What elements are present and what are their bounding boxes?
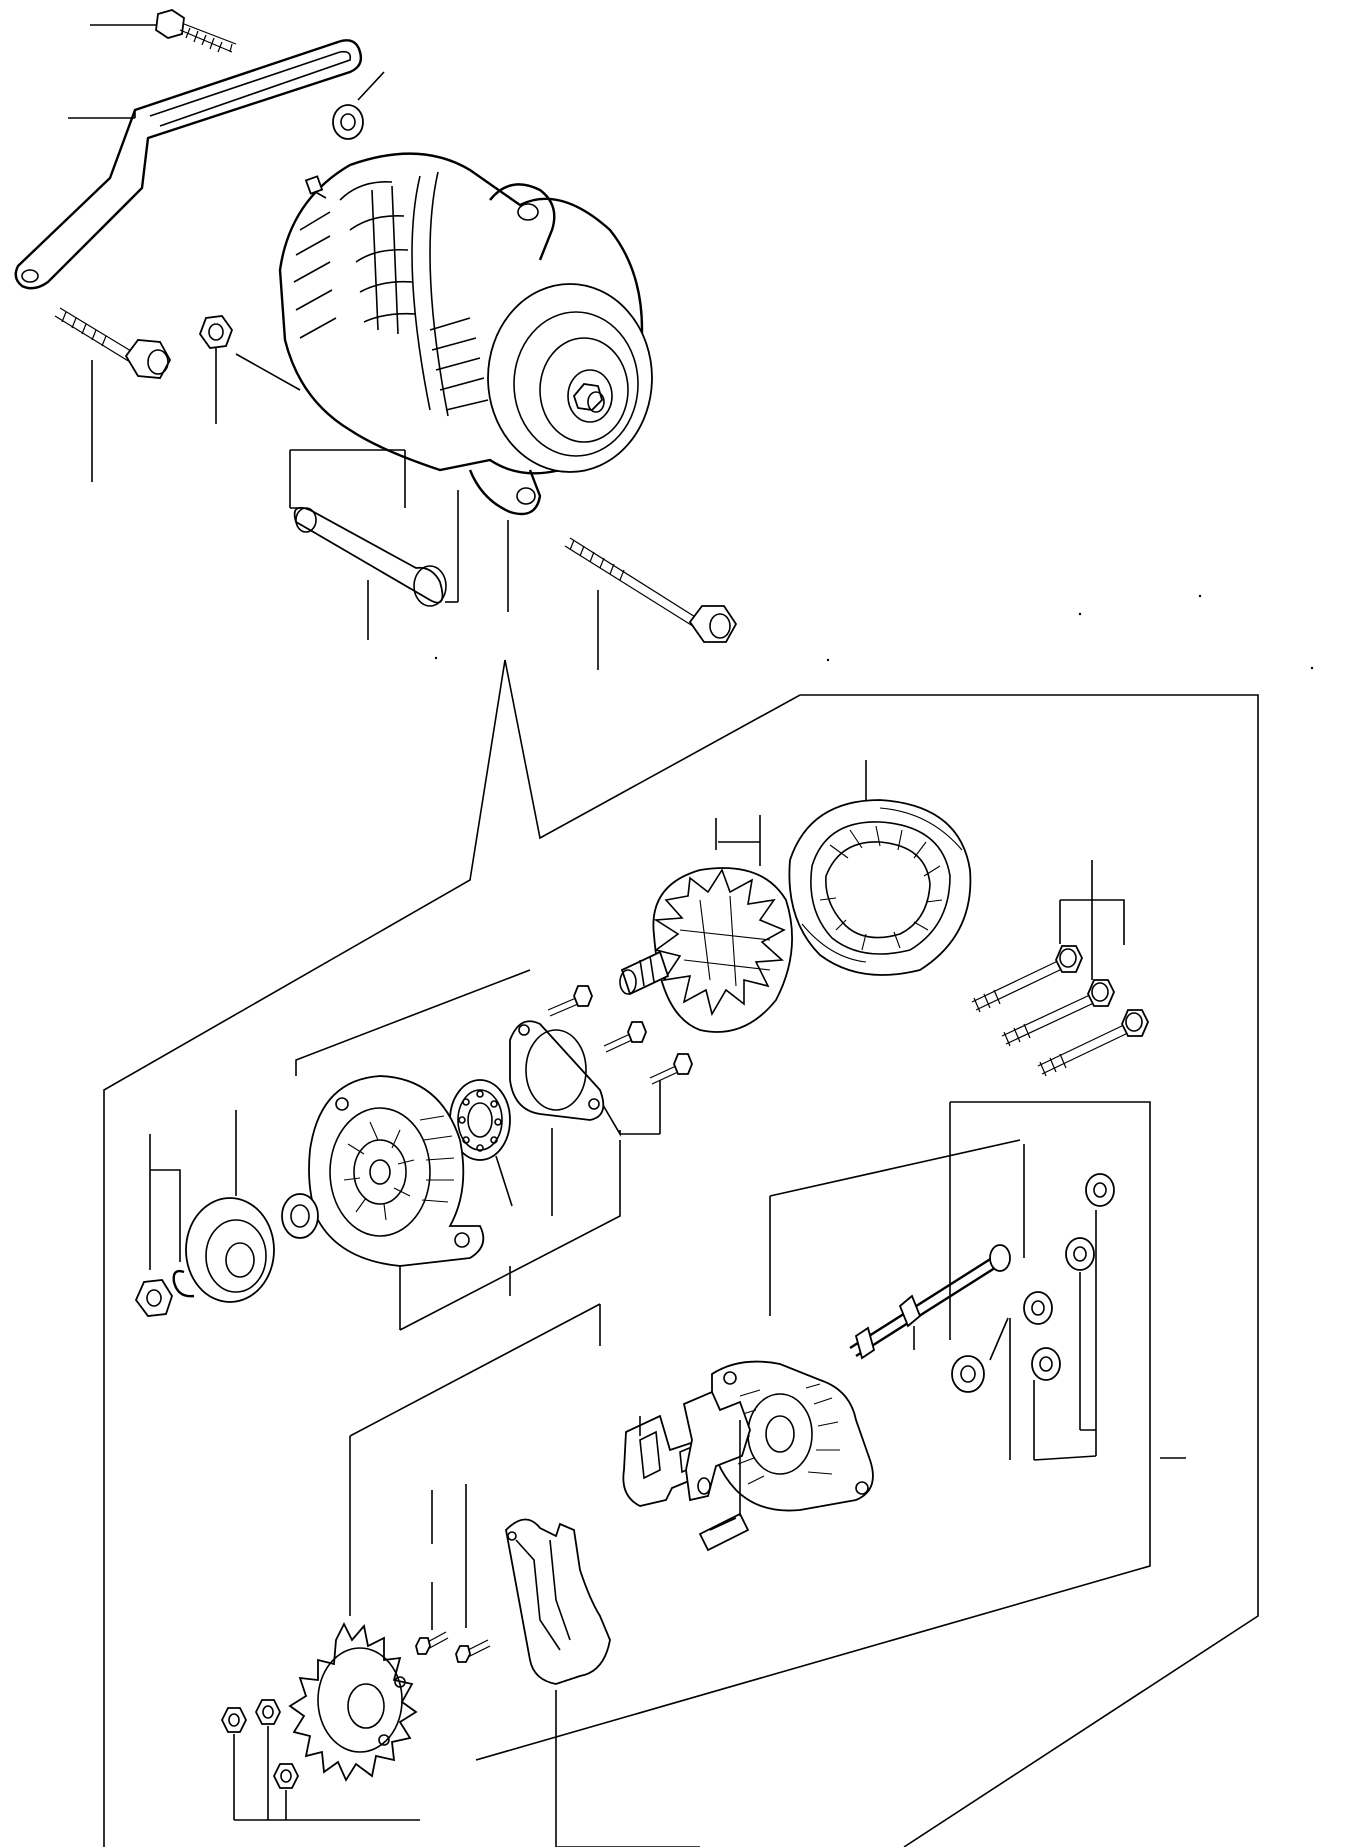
bushing-icon	[1023, 1291, 1053, 1325]
screw-icon	[455, 1639, 491, 1663]
bolt-icon	[155, 9, 237, 53]
rear-components-group	[220, 1101, 1151, 1847]
leader-line	[989, 1210, 1097, 1461]
speck	[1310, 666, 1314, 670]
nut-icon	[254, 1699, 282, 1725]
leader-line	[149, 1134, 181, 1270]
sleeve-icon	[293, 506, 447, 607]
through-bolt-icon	[971, 945, 1083, 1013]
rectifier-icon	[505, 1518, 611, 1685]
through-bolt-icon	[1037, 1009, 1149, 1077]
bracket-strap	[14, 39, 363, 290]
bolt-icon	[564, 537, 738, 643]
leader-line	[357, 71, 385, 101]
rear-housing-icon	[710, 1360, 874, 1512]
exploded-view-frame	[103, 659, 1259, 1847]
through-bolt-icon	[1001, 979, 1115, 1047]
washer-icon	[332, 104, 364, 140]
leader-line	[1059, 860, 1125, 980]
rotor-stator-group	[134, 760, 1149, 1331]
inner-frame	[475, 1101, 1151, 1761]
screw-icon	[649, 1053, 693, 1085]
leader-line	[769, 1139, 1021, 1316]
leader-line	[599, 1080, 661, 1137]
nut-icon	[198, 315, 234, 349]
speck	[434, 656, 438, 660]
bushing-icon	[1085, 1173, 1115, 1207]
bushing-icon	[1065, 1237, 1095, 1271]
retainer-plate-icon	[509, 1020, 605, 1121]
stator-icon	[788, 799, 972, 976]
bushing-icon	[1031, 1347, 1061, 1381]
ic-regulator-icon	[682, 1390, 751, 1502]
nut-icon	[134, 1279, 173, 1317]
bushing-icon	[951, 1355, 985, 1393]
speck	[1078, 612, 1082, 616]
inner-frame	[349, 1303, 601, 1437]
terminal-plate-icon	[698, 1512, 750, 1552]
leader-line	[235, 353, 301, 391]
screw-icon	[603, 1021, 647, 1053]
speck	[826, 658, 830, 662]
terminal-bolt-icon	[849, 1244, 1011, 1360]
alternator-assembly	[14, 9, 738, 670]
front-housing-icon	[308, 1075, 485, 1267]
alternator-icon	[278, 152, 653, 516]
leader-line	[431, 1484, 467, 1630]
lock-washer-icon	[172, 1269, 195, 1298]
pulley-icon	[185, 1197, 275, 1303]
bolt-icon	[54, 307, 172, 379]
nut-icon	[220, 1707, 248, 1733]
screw-icon	[547, 985, 593, 1017]
rotor-icon	[619, 867, 793, 1033]
leader-line	[495, 1155, 513, 1207]
spacer-icon	[281, 1193, 319, 1239]
leader-line	[289, 449, 406, 509]
leader-line	[295, 969, 621, 1331]
speck	[1198, 594, 1202, 598]
leader-line	[233, 1726, 420, 1821]
nut-icon	[272, 1763, 300, 1789]
screw-icon	[415, 1631, 449, 1655]
bearing-icon	[449, 1079, 511, 1161]
cooling-fan-icon	[288, 1621, 418, 1782]
